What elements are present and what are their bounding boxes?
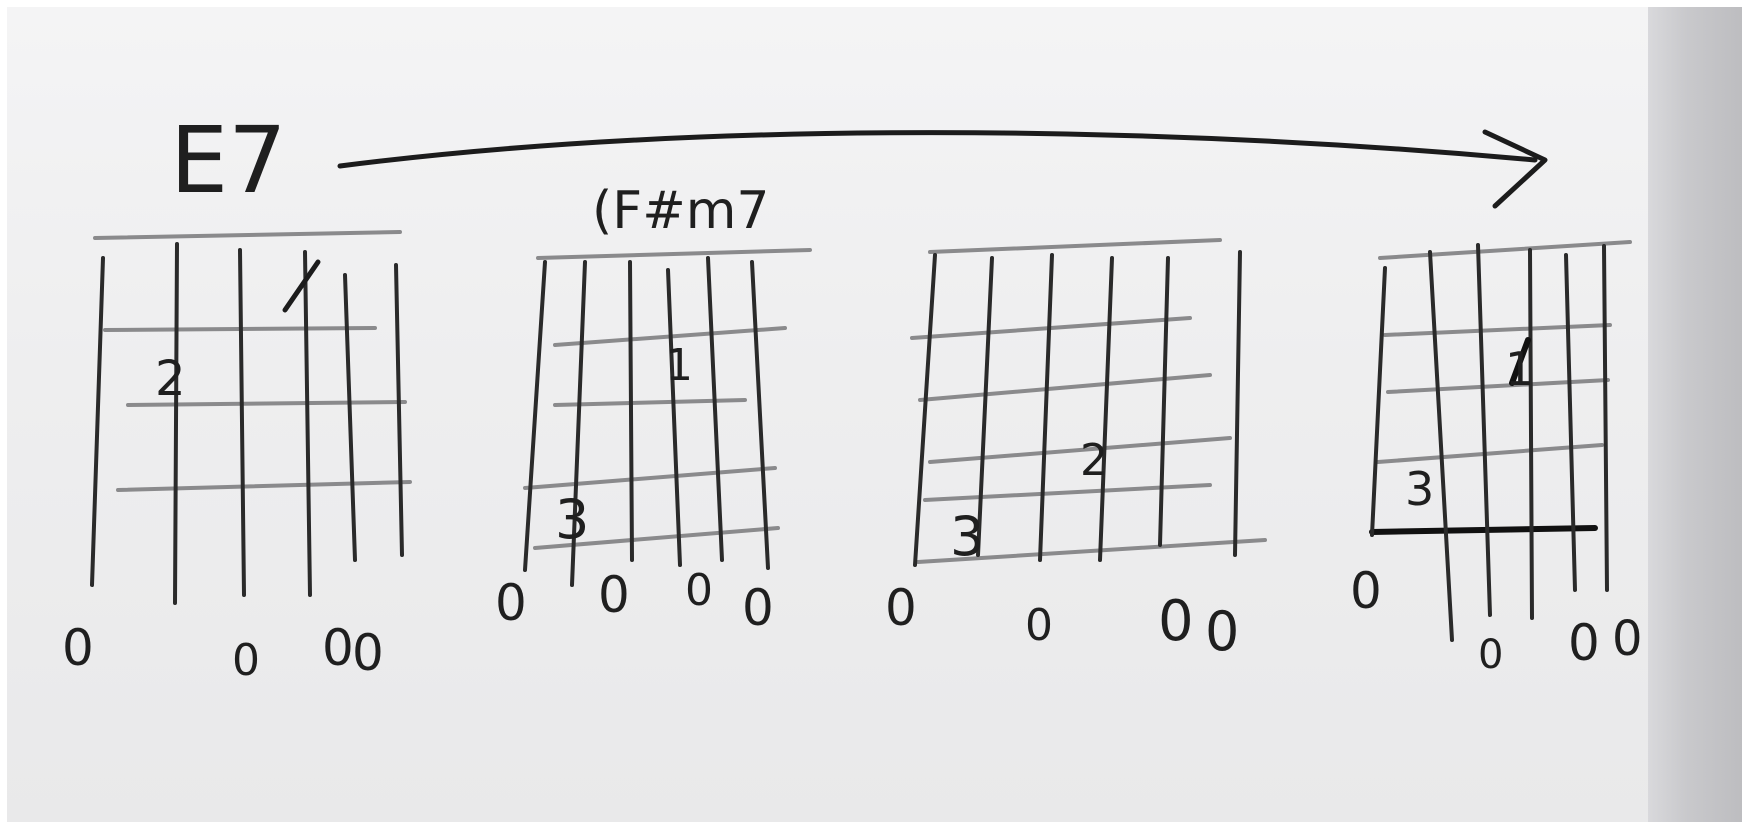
open-string-mark: 0: [62, 619, 94, 677]
finger-number: 3: [950, 505, 984, 568]
open-string-mark: 0: [352, 624, 384, 682]
finger-number: 3: [1405, 462, 1434, 516]
heading-e7: E7: [170, 107, 287, 214]
open-string-mark: 0: [685, 565, 713, 616]
whiteboard: [7, 7, 1742, 822]
open-string-mark: 0: [742, 579, 774, 637]
open-string-mark: 0: [1350, 562, 1382, 620]
finger-number: 1: [665, 340, 693, 391]
finger-number: 3: [555, 488, 589, 551]
open-string-mark: 0: [495, 574, 527, 632]
chord-diagram-4: 1 3 0 0 0 0: [1350, 240, 1643, 678]
open-string-mark: 0: [1025, 600, 1053, 651]
right-arrow-icon: [337, 129, 1548, 209]
whiteboard-edge: [1648, 7, 1742, 822]
open-string-mark: 0: [885, 579, 917, 637]
open-string-mark: 0: [1205, 600, 1239, 663]
finger-number: 1: [1505, 342, 1534, 396]
open-string-mark: 0: [322, 619, 354, 677]
open-string-mark: 0: [1568, 614, 1600, 672]
chord-diagram-1: 2 0 0 0 0: [62, 230, 412, 686]
open-string-mark: 0: [1158, 589, 1194, 654]
open-string-mark: 0: [1612, 611, 1643, 667]
finger-number: 2: [1080, 435, 1108, 486]
chord-diagram-2: (F#m7 1 3 0 0 0 0: [495, 181, 812, 637]
open-string-mark: 0: [232, 635, 260, 686]
open-string-mark: 0: [1478, 632, 1503, 678]
open-string-mark: 0: [598, 566, 630, 624]
finger-number: 2: [155, 351, 186, 407]
chord-name-fsharpm7: (F#m7: [592, 181, 770, 241]
chord-diagram-3: 2 3 0 0 0 0: [885, 238, 1267, 663]
